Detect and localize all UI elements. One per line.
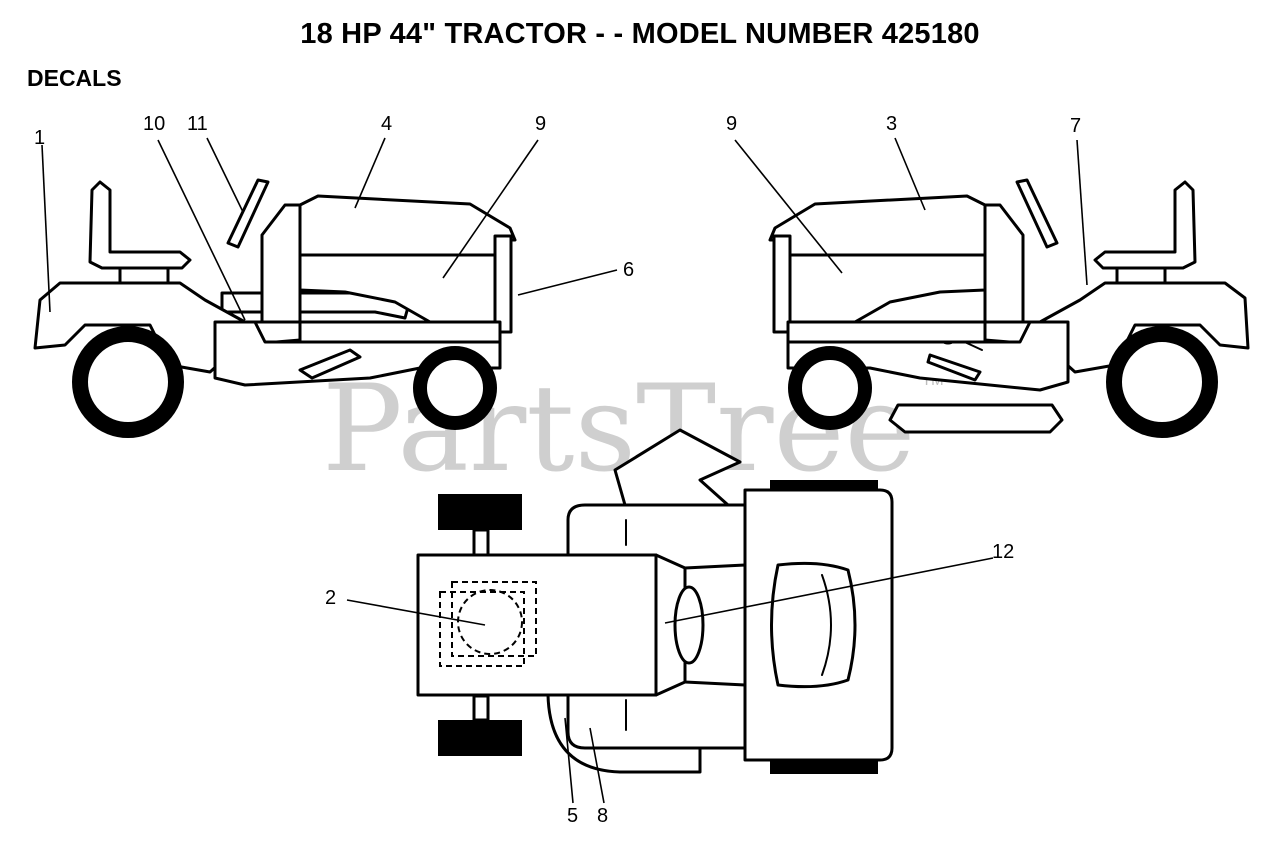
front-wheel-top-lower (438, 720, 522, 756)
callout-10: 10 (143, 113, 165, 135)
dash-left (260, 203, 302, 324)
grille-right (772, 234, 792, 334)
callout-numbers: 1 10 11 4 9 6 9 3 7 2 12 5 8 (34, 113, 1081, 827)
front-wheel-left (413, 346, 497, 430)
seat-top (770, 561, 857, 689)
callout-9-right: 9 (726, 113, 737, 135)
tractor-right-view (768, 178, 1250, 438)
steering-wheel-right (1015, 178, 1059, 249)
callout-8: 8 (597, 805, 608, 827)
steering-wheel-left (226, 178, 270, 249)
leader-lines (41, 137, 1088, 804)
callout-4: 4 (381, 113, 392, 135)
hood-side-right (788, 253, 987, 324)
rear-wheel-top-lower (770, 760, 878, 774)
callout-2: 2 (325, 587, 336, 609)
front-wheel-top-upper (438, 494, 522, 530)
callout-9-left: 9 (535, 113, 546, 135)
tractor-left-view (33, 178, 517, 438)
seat-left (88, 180, 192, 270)
page-title: 18 HP 44" TRACTOR - - MODEL NUMBER 42518… (300, 18, 980, 50)
callout-6: 6 (623, 259, 634, 281)
hood-top-view (416, 553, 658, 697)
callout-3: 3 (886, 113, 897, 135)
callout-7: 7 (1070, 115, 1081, 137)
steering-wheel-top (673, 585, 705, 665)
section-heading: DECALS (27, 65, 122, 91)
rear-wheel-right (1106, 326, 1218, 438)
tractor-top-view (416, 428, 894, 774)
grille-left (493, 234, 513, 334)
hood-top-left (298, 194, 517, 257)
callout-11: 11 (187, 113, 208, 135)
pedal-right (926, 353, 982, 382)
callout-1: 1 (34, 127, 45, 149)
callout-5: 5 (567, 805, 578, 827)
callout-12: 12 (992, 541, 1014, 563)
mower-deck-right (888, 403, 1064, 434)
front-wheel-right (788, 346, 872, 430)
dash-right (983, 203, 1025, 324)
seat-right (1093, 180, 1197, 270)
pedal-left (298, 348, 362, 380)
rear-wheel-left (72, 326, 184, 438)
hood-top-right (768, 194, 987, 257)
